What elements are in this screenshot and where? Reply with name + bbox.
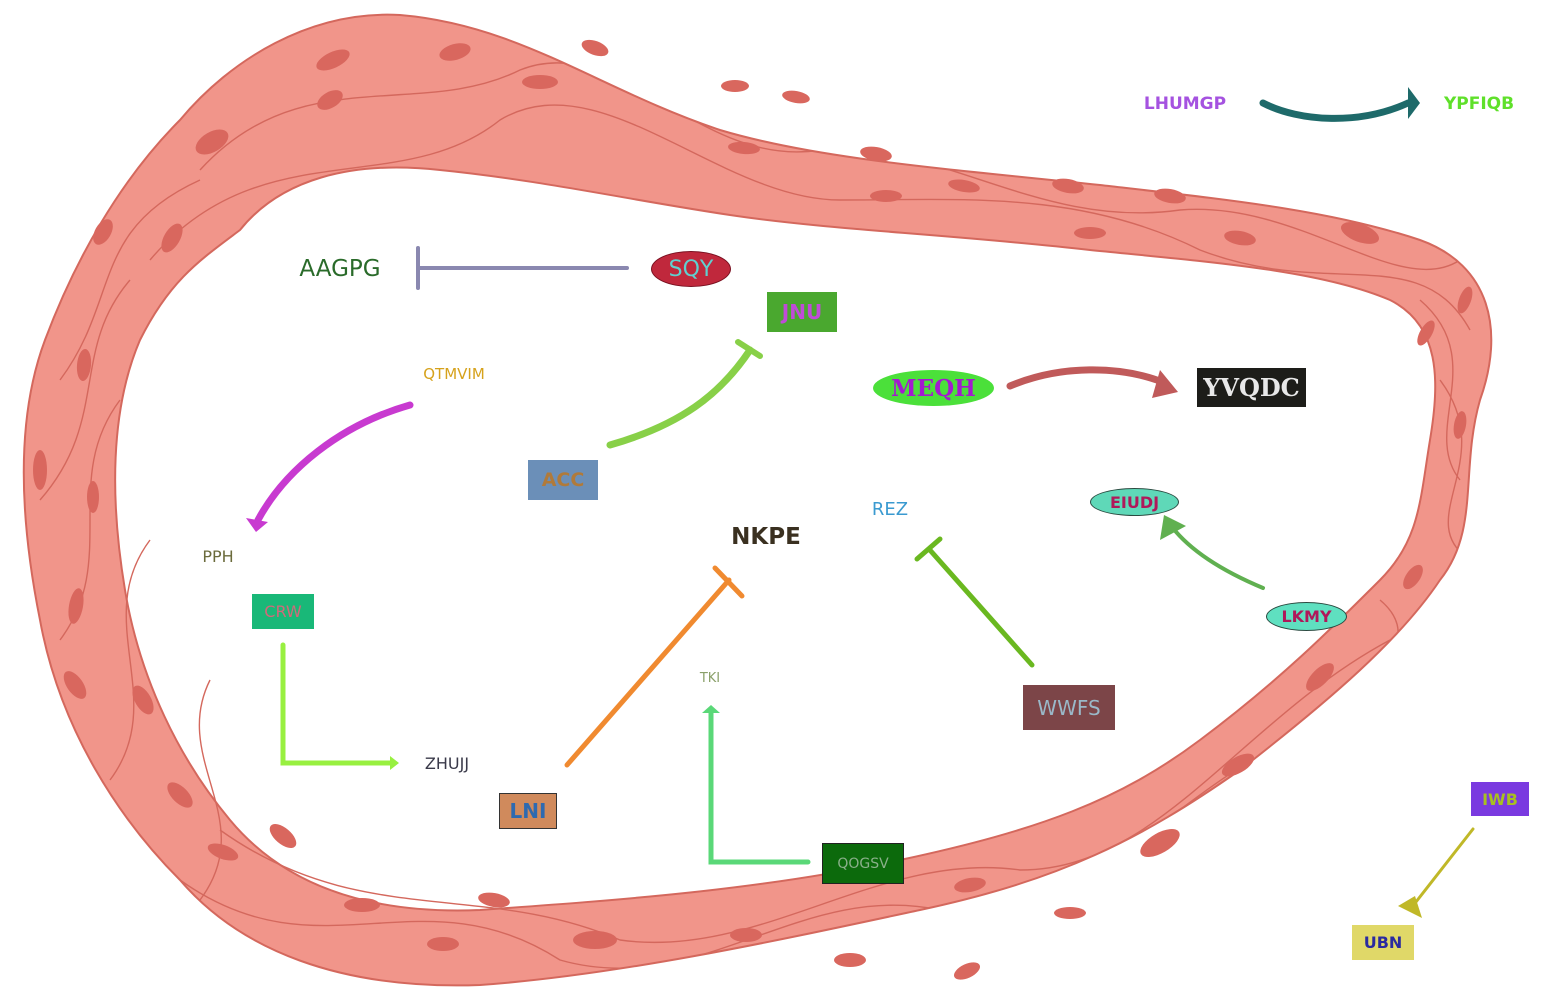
node-wwfs: WWFS (1023, 685, 1115, 730)
arrowhead-tki (702, 705, 720, 713)
nucleus (68, 588, 84, 624)
nucleus (132, 685, 154, 715)
nucleus (161, 223, 183, 253)
node-lkmy: LKMY (1266, 602, 1347, 631)
nucleus (948, 179, 980, 193)
edge-qogsv-tki (708, 710, 811, 865)
nucleus (581, 39, 609, 57)
node-ypfiqb: YPFIQB (1443, 94, 1515, 114)
nucleus (953, 962, 981, 980)
nucleus (195, 129, 229, 155)
arrowhead-ubn (1398, 896, 1422, 918)
nucleus (1140, 829, 1180, 857)
nucleus (573, 931, 617, 949)
nucleus (1457, 286, 1473, 314)
nucleus (317, 90, 343, 110)
node-zhujj: ZHUJJ (424, 753, 470, 773)
nucleus (522, 75, 558, 89)
nucleus (63, 671, 87, 699)
node-yvqdc: YVQDC (1197, 368, 1306, 407)
nucleus (269, 824, 297, 848)
node-iwb: IWB (1471, 782, 1529, 816)
nucleus (1074, 227, 1106, 239)
nucleus (1340, 222, 1380, 244)
node-ubn: UBN (1352, 925, 1414, 960)
node-jnu: JNU (767, 292, 837, 332)
nucleus (1052, 178, 1084, 194)
edge-acc-jnu (606, 346, 754, 449)
nucleus (1417, 320, 1435, 346)
nucleus (870, 190, 902, 202)
arrowhead-eiudj (1160, 515, 1186, 540)
arrowhead-ypfiqb (1408, 87, 1420, 119)
nucleus (721, 80, 749, 92)
edge-lhumgp-ypfiqb (1259, 99, 1412, 122)
nucleus (1054, 907, 1086, 919)
node-tki: TKI (699, 670, 721, 686)
node-eiudj: EIUDJ (1090, 488, 1179, 516)
node-nkpe: NKPE (731, 524, 801, 550)
cell-nuclei (33, 39, 1473, 980)
nucleus (439, 43, 471, 61)
edge-lkmy-eiudj (1170, 525, 1265, 590)
node-qogsv: QOGSV (822, 843, 904, 884)
node-lhumgp: LHUMGP (1143, 94, 1227, 114)
nucleus (1403, 564, 1423, 590)
arrowhead-zhujj (390, 756, 399, 770)
membrane-ring (22, 13, 1493, 987)
nucleus (344, 898, 380, 912)
arrowhead-yvqdc (1152, 370, 1178, 398)
inhibit-bar-nkpe (712, 565, 745, 599)
node-qtmvim: QTMVIM (423, 365, 485, 383)
node-lni: LNI (499, 793, 557, 829)
nucleus (478, 892, 510, 908)
nucleus (860, 146, 892, 162)
nucleus (316, 49, 350, 71)
node-crw: CRW (252, 594, 314, 629)
nucleus (834, 953, 866, 967)
nucleus (1224, 230, 1256, 246)
nucleus (1221, 753, 1255, 777)
inhibit-bar-rez (914, 536, 943, 562)
nucleus (1306, 663, 1334, 691)
nucleus (93, 219, 113, 245)
node-aagpg: AAGPG (299, 256, 381, 282)
cell-membrane (22, 13, 1493, 987)
edge-iwb-ubn (1410, 827, 1475, 909)
node-pph: PPH (202, 546, 234, 566)
nucleus (728, 141, 760, 155)
nucleus (207, 843, 239, 861)
edge-qtmvim-pph (254, 401, 414, 524)
nucleus (167, 782, 193, 808)
nucleus (76, 349, 92, 381)
node-meqh: MEQH (873, 370, 994, 406)
nucleus (954, 877, 986, 893)
nucleus (782, 90, 810, 104)
edge-wwfs-rez (926, 546, 1035, 668)
nucleus (87, 481, 99, 513)
nucleus (730, 928, 762, 942)
edges (246, 87, 1475, 918)
edge-meqh-yvqdc (1006, 366, 1169, 390)
nucleus (33, 450, 47, 490)
arrowhead-pph (246, 518, 268, 532)
nucleus (427, 937, 459, 951)
edge-crw-zhujj (280, 642, 393, 766)
node-sqy: SQY (651, 251, 731, 287)
inhibit-bar-jnu (735, 339, 763, 359)
nucleus (1154, 188, 1186, 204)
node-rez: REZ (871, 498, 909, 520)
cell-boundaries (39, 62, 1471, 969)
node-acc: ACC (528, 460, 598, 500)
edge-lni-nkpe (564, 577, 732, 768)
nucleus (1453, 411, 1467, 439)
